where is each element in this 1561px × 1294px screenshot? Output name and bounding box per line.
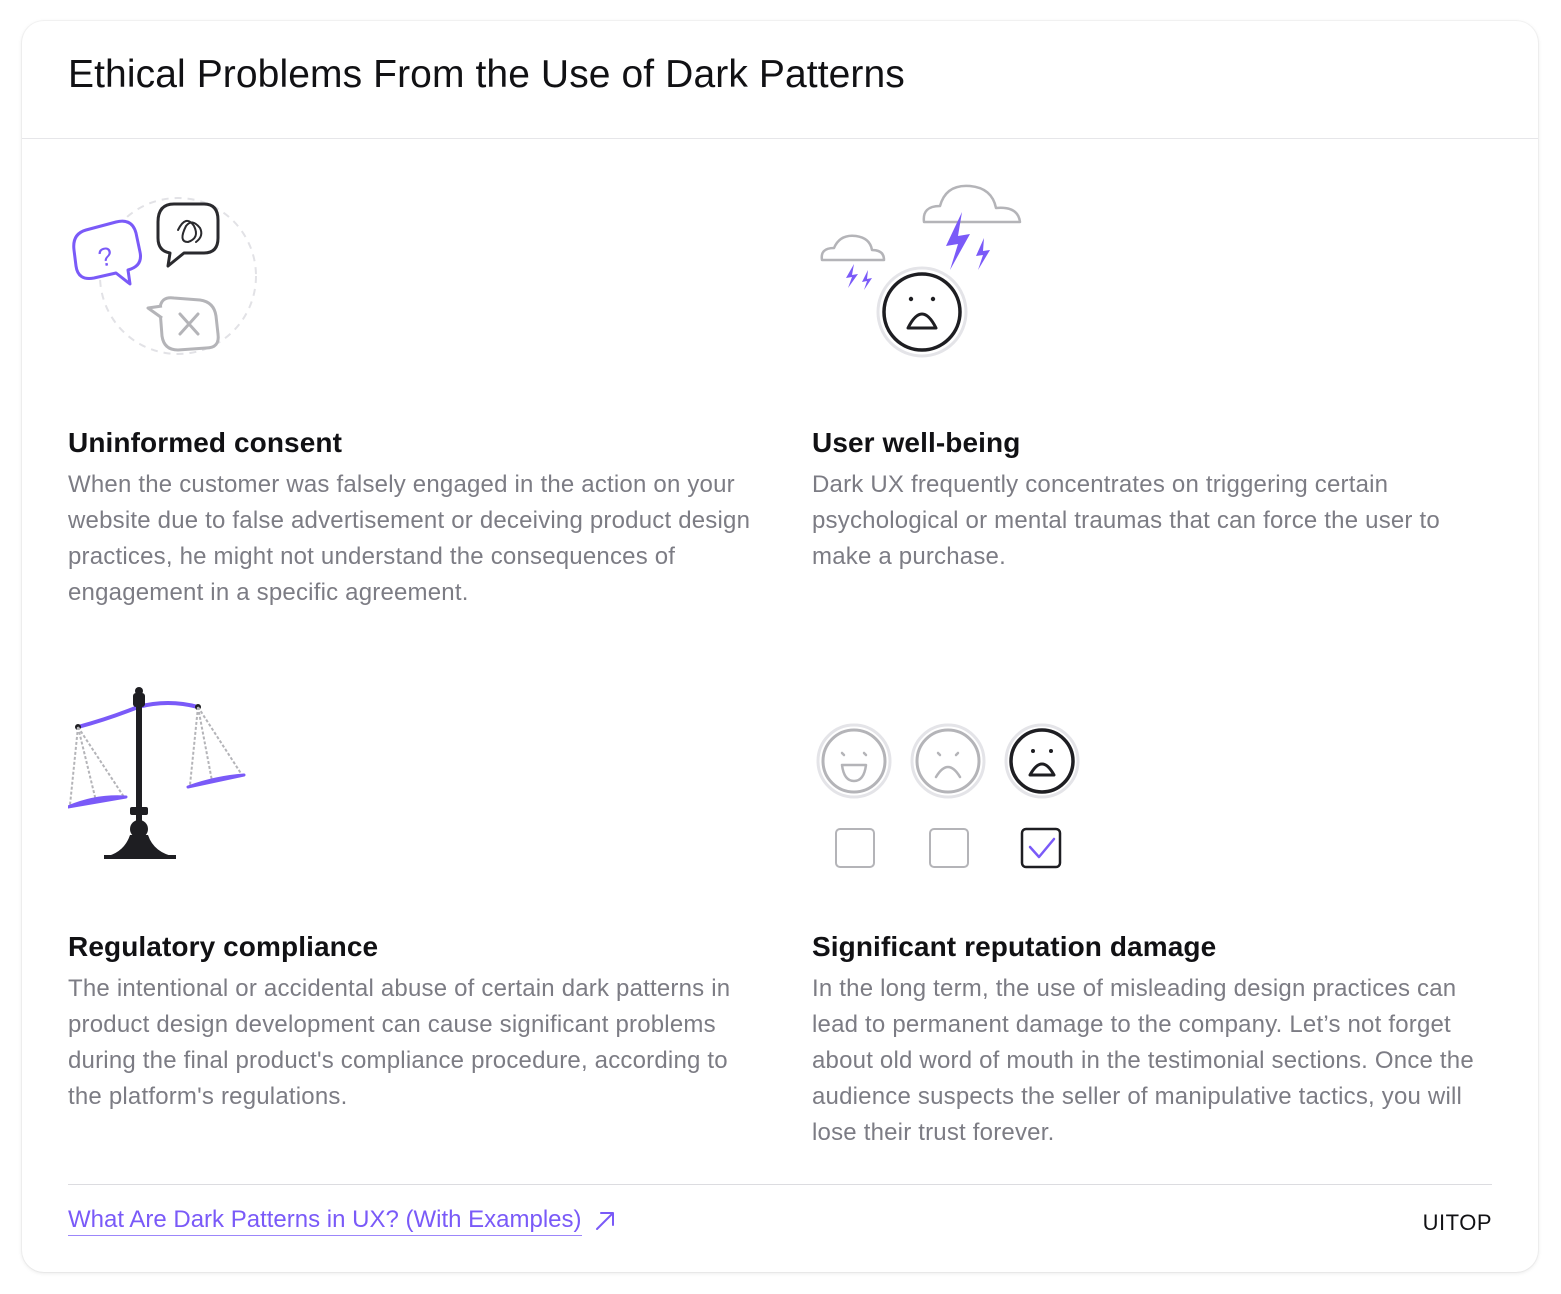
card-header: Ethical Problems From the Use of Dark Pa…: [22, 21, 1538, 139]
item-description: Dark UX frequently concentrates on trigg…: [812, 471, 1440, 570]
item-reputation-damage: Significant reputation damage In the lon…: [812, 683, 1502, 1146]
speech-bubbles-icon: ?: [72, 197, 257, 355]
item-regulatory-compliance: Regulatory compliance The intentional or…: [68, 683, 758, 1143]
article-link[interactable]: What Are Dark Patterns in UX? (With Exam…: [68, 1205, 616, 1236]
scales-icon: [68, 687, 246, 859]
page-title: Ethical Problems From the Use of Dark Pa…: [68, 53, 905, 96]
item-title: Uninformed consent: [68, 427, 343, 458]
svg-text:?: ?: [95, 241, 115, 273]
item-title: Regulatory compliance: [68, 931, 379, 962]
brand-logo: UITOP: [1422, 1210, 1492, 1235]
item-title: Significant reputation damage: [812, 931, 1217, 962]
item-description: When the customer was falsely engaged in…: [68, 471, 751, 606]
footer-divider: [68, 1184, 1492, 1185]
item-user-well-being: User well-being Dark UX frequently conce…: [812, 138, 1502, 598]
arrow-up-right-icon: [595, 1211, 614, 1230]
item-description: The intentional or accidental abuse of c…: [68, 975, 731, 1110]
article-link-text: What Are Dark Patterns in UX? (With Exam…: [68, 1205, 582, 1236]
item-description: In the long term, the use of misleading …: [812, 975, 1474, 1146]
item-title: User well-being: [812, 427, 1021, 458]
storm-clouds-sad-face-icon: [820, 184, 1022, 358]
article-card: Ethical Problems From the Use of Dark Pa…: [22, 21, 1538, 1272]
item-uninformed-consent: ? Uninformed consent When the customer w…: [68, 138, 758, 606]
rating-faces-checkbox-icon: [816, 723, 1080, 869]
